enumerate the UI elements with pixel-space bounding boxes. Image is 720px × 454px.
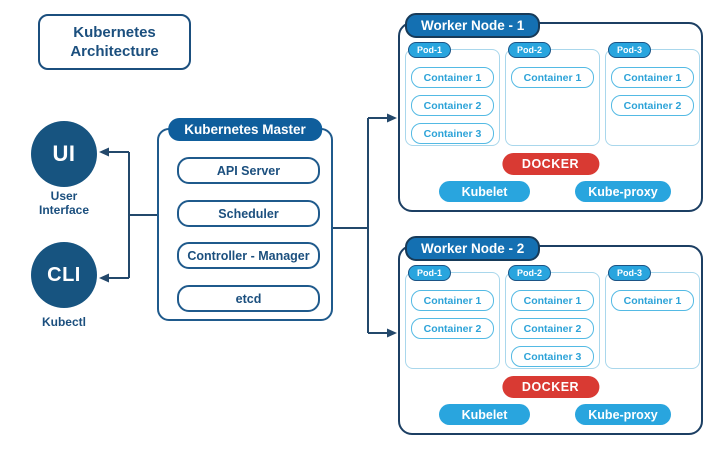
pod-label: Pod-3 bbox=[608, 265, 652, 281]
container-pill: Container 3 bbox=[511, 346, 594, 367]
docker-badge: DOCKER bbox=[501, 376, 600, 398]
pod-label: Pod-1 bbox=[408, 42, 452, 58]
master-component-scheduler: Scheduler bbox=[177, 200, 320, 227]
kubernetes-master-box: Kubernetes Master API Server Scheduler C… bbox=[157, 118, 333, 321]
master-component-controller-manager: Controller - Manager bbox=[177, 242, 320, 269]
ui-circle: UI bbox=[31, 121, 97, 187]
kubernetes-master-header: Kubernetes Master bbox=[168, 118, 322, 141]
worker-node-2-header: Worker Node - 2 bbox=[405, 236, 541, 261]
cli-caption: Kubectl bbox=[41, 315, 86, 329]
cli-circle-label: CLI bbox=[47, 263, 81, 286]
diagram-title: Kubernetes Architecture bbox=[38, 14, 191, 70]
container-pill: Container 1 bbox=[511, 290, 594, 311]
arrow-to-ui bbox=[99, 147, 109, 157]
container-pill: Container 2 bbox=[411, 318, 494, 339]
pod-label: Pod-3 bbox=[608, 42, 652, 58]
worker-node-1-header: Worker Node - 1 bbox=[405, 13, 541, 38]
pod-label: Pod-1 bbox=[408, 265, 452, 281]
cli-circle: CLI bbox=[31, 242, 97, 308]
container-pill: Container 2 bbox=[611, 95, 694, 116]
container-pill: Container 1 bbox=[611, 290, 694, 311]
pod-label: Pod-2 bbox=[508, 42, 552, 58]
pod-label: Pod-2 bbox=[508, 265, 552, 281]
arrow-to-worker-node-2 bbox=[387, 328, 397, 338]
arrow-to-worker-node-1 bbox=[387, 113, 397, 123]
kube-proxy-badge: Kube-proxy bbox=[575, 404, 671, 425]
container-pill: Container 2 bbox=[511, 318, 594, 339]
diagram-title-line2: Architecture bbox=[70, 43, 159, 60]
docker-badge: DOCKER bbox=[501, 153, 600, 175]
container-pill: Container 1 bbox=[411, 67, 494, 88]
diagram-title-line1: Kubernetes bbox=[73, 23, 156, 41]
ui-caption: User Interface bbox=[19, 189, 109, 217]
container-pill: Container 1 bbox=[511, 67, 594, 88]
kubelet-badge: Kubelet bbox=[439, 181, 530, 202]
master-component-api-server: API Server bbox=[177, 157, 320, 184]
container-pill: Container 2 bbox=[411, 95, 494, 116]
arrow-to-cli bbox=[99, 273, 109, 283]
master-component-etcd: etcd bbox=[177, 285, 320, 312]
kubelet-badge: Kubelet bbox=[439, 404, 530, 425]
ui-circle-label: UI bbox=[52, 141, 76, 166]
ui-caption-line2: Interface bbox=[38, 203, 90, 218]
container-pill: Container 3 bbox=[411, 123, 494, 144]
kube-proxy-badge: Kube-proxy bbox=[575, 181, 671, 202]
ui-caption-line1: User bbox=[50, 189, 78, 203]
container-pill: Container 1 bbox=[411, 290, 494, 311]
container-pill: Container 1 bbox=[611, 67, 694, 88]
